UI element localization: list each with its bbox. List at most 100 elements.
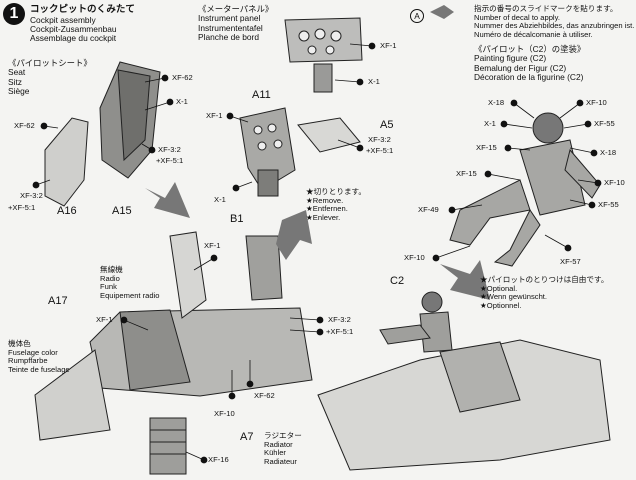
paint-panel-left: XF-1 [206,111,223,120]
direction-arrows [145,5,490,300]
step-title-jp: コックピットのくみたて [30,4,135,15]
paint-seat-low-a: XF-3:2 [20,191,43,200]
cockpit-left-assembly [34,231,313,475]
paint-fig-xf49: XF-49 [418,205,439,214]
paint-cockpit-xf1-a: XF-1 [204,241,221,250]
part-label-a11: A11 [252,89,271,101]
panel-label-fr: Planche de bord [198,32,259,43]
decal-note-en: Number of decal to apply. [474,12,560,22]
radiator-label-jp: ラジエター [264,431,302,440]
radio-caption: 無線機 Radio Funk Equipement radio [100,265,160,300]
paint-panel-mix-a: XF-3:2 [368,135,391,144]
paint-cockpit-mix-b: +XF-5:1 [326,327,354,336]
panel-label-de: Instrumententafel [198,22,263,33]
paint-fig-xf10-bottom: XF-10 [404,253,425,262]
decal-note-jp: 指示の番号のスライドマークを貼ります。 [474,4,618,13]
radio-label-en: Radio [100,273,120,283]
figure-label-jp: 《パイロット（C2）の塗装》 [474,44,586,54]
remove-note: ★切りとります。 ★Remove. ★Entfernen. ★Enlever. [306,187,366,222]
paint-seat-low-b: +XF-5:1 [8,203,36,212]
decal-note: 指示の番号のスライドマークを貼ります。 Number of decal to a… [474,4,635,39]
paint-seat-mix-b: +XF-5:1 [156,156,184,165]
paint-fig-xf55-right: XF-55 [594,119,615,128]
figure-caption: 《パイロット（C2）の塗装》 Painting figure (C2) Bema… [474,44,586,83]
paint-fig-xf55-low: XF-55 [598,200,619,209]
step-title-en: Cockpit assembly [30,14,96,25]
radiator-label-fr: Radiateur [264,456,297,466]
part-label-a7: A7 [240,431,254,443]
part-label-a17: A17 [48,295,68,307]
seat-caption: 《パイロットシート》 Seat Sitz Siège [8,58,92,97]
figure-label-de: Bemalung der Figur (C2) [474,62,567,73]
remove-note-en: ★Remove. [306,195,344,205]
fuselage-caption: 機体色 Fuselage color Rumpffarbe Teinte de … [8,339,70,374]
seat-illustration [44,61,161,207]
paint-fig-xf10-right: XF-10 [604,178,625,187]
paint-radiator: XF-16 [208,455,229,464]
part-label-a5: A5 [380,119,394,131]
paint-cockpit-xf10: XF-10 [214,409,235,418]
paint-fig-x1: X-1 [484,119,496,128]
cockpit-right-assembly [317,291,611,471]
optional-note-fr: ★Optionnel. [480,300,522,310]
paint-panel-mix-b: +XF-5:1 [366,146,394,155]
fuselage-label-en: Fuselage color [8,347,58,357]
paint-seat-mix-a: XF-3:2 [158,145,181,154]
seat-label-fr: Siège [8,86,30,97]
step-title-fr: Assemblage du cockpit [30,33,117,44]
radiator-label-en: Radiator [264,439,293,449]
callout-lines [32,42,602,464]
paint-seat-mid: X-1 [176,97,188,106]
paint-cockpit-xf1-b: XF-1 [96,315,113,324]
seat-label-de: Sitz [8,76,22,87]
panel-label-jp: 《メーターパネル》 [198,4,274,14]
figure-label-fr: Décoration de la figurine (C2) [474,72,584,83]
paint-seat-back: XF-62 [172,73,193,82]
seat-label-en: Seat [8,67,26,78]
remove-note-jp: ★切りとります。 [306,187,366,196]
step-title: コックピットのくみたて Cockpit assembly Cockpit-Zus… [30,4,135,44]
pilot-figure-c2 [449,112,601,267]
panel-label-en: Instrument panel [198,13,261,24]
paint-fig-x18-right: X-18 [600,148,617,157]
fuselage-label-de: Rumpffarbe [8,356,48,365]
radio-label-jp: 無線機 [100,265,123,274]
radiator-caption: ラジエター Radiator Kühler Radiateur [264,431,302,466]
instrument-panel-assembly [239,107,361,197]
paint-panel-bottom: X-1 [214,195,226,204]
paint-fig-xf10-top: XF-10 [586,98,607,107]
paint-fig-xf57: XF-57 [560,257,581,266]
instrument-panel-top [284,17,363,93]
part-label-c2: C2 [390,275,405,287]
paint-fig-xf15-mid: XF-15 [456,169,477,178]
optional-note-en: ★Optional. [480,283,518,293]
paint-panel-top-right: XF-1 [380,41,397,50]
paint-fig-x18-left: X-18 [488,98,505,107]
step-number-badge: 1 [3,3,25,25]
remove-note-fr: ★Enlever. [306,212,341,222]
paint-fig-xf15-left: XF-15 [476,143,497,152]
figure-label-en: Painting figure (C2) [474,53,547,64]
optional-note-jp: ★パイロットのとりつけは自由です。 [480,275,609,284]
paint-cockpit-xf62: XF-62 [254,391,275,400]
remove-note-de: ★Entfernen. [306,204,348,213]
paint-cockpit-mix-a: XF-3:2 [328,315,351,324]
part-label-a16: A16 [57,205,77,217]
part-label-a15: A15 [112,205,132,217]
optional-note: ★パイロットのとりつけは自由です。 ★Optional. ★Wenn gewün… [480,275,609,310]
radio-label-fr: Equipement radio [100,290,160,300]
fuselage-label-jp: 機体色 [8,339,31,348]
seat-label-jp: 《パイロットシート》 [8,58,92,68]
decal-marker: A [410,9,424,23]
radio-label-de: Funk [100,282,117,291]
radiator-label-de: Kühler [264,448,286,457]
part-label-b1: B1 [230,213,244,225]
paint-seat-left: XF-62 [14,121,35,130]
paint-panel-top-low: X-1 [368,77,380,86]
decal-note-fr: Numéro de décalcomanie à utiliser. [474,29,593,39]
fuselage-label-fr: Teinte de fuselage [8,364,70,374]
decal-note-de: Nummer des Abziehbildes, das anzubringen… [474,21,635,30]
optional-note-de: ★Wenn gewünscht. [480,292,548,301]
